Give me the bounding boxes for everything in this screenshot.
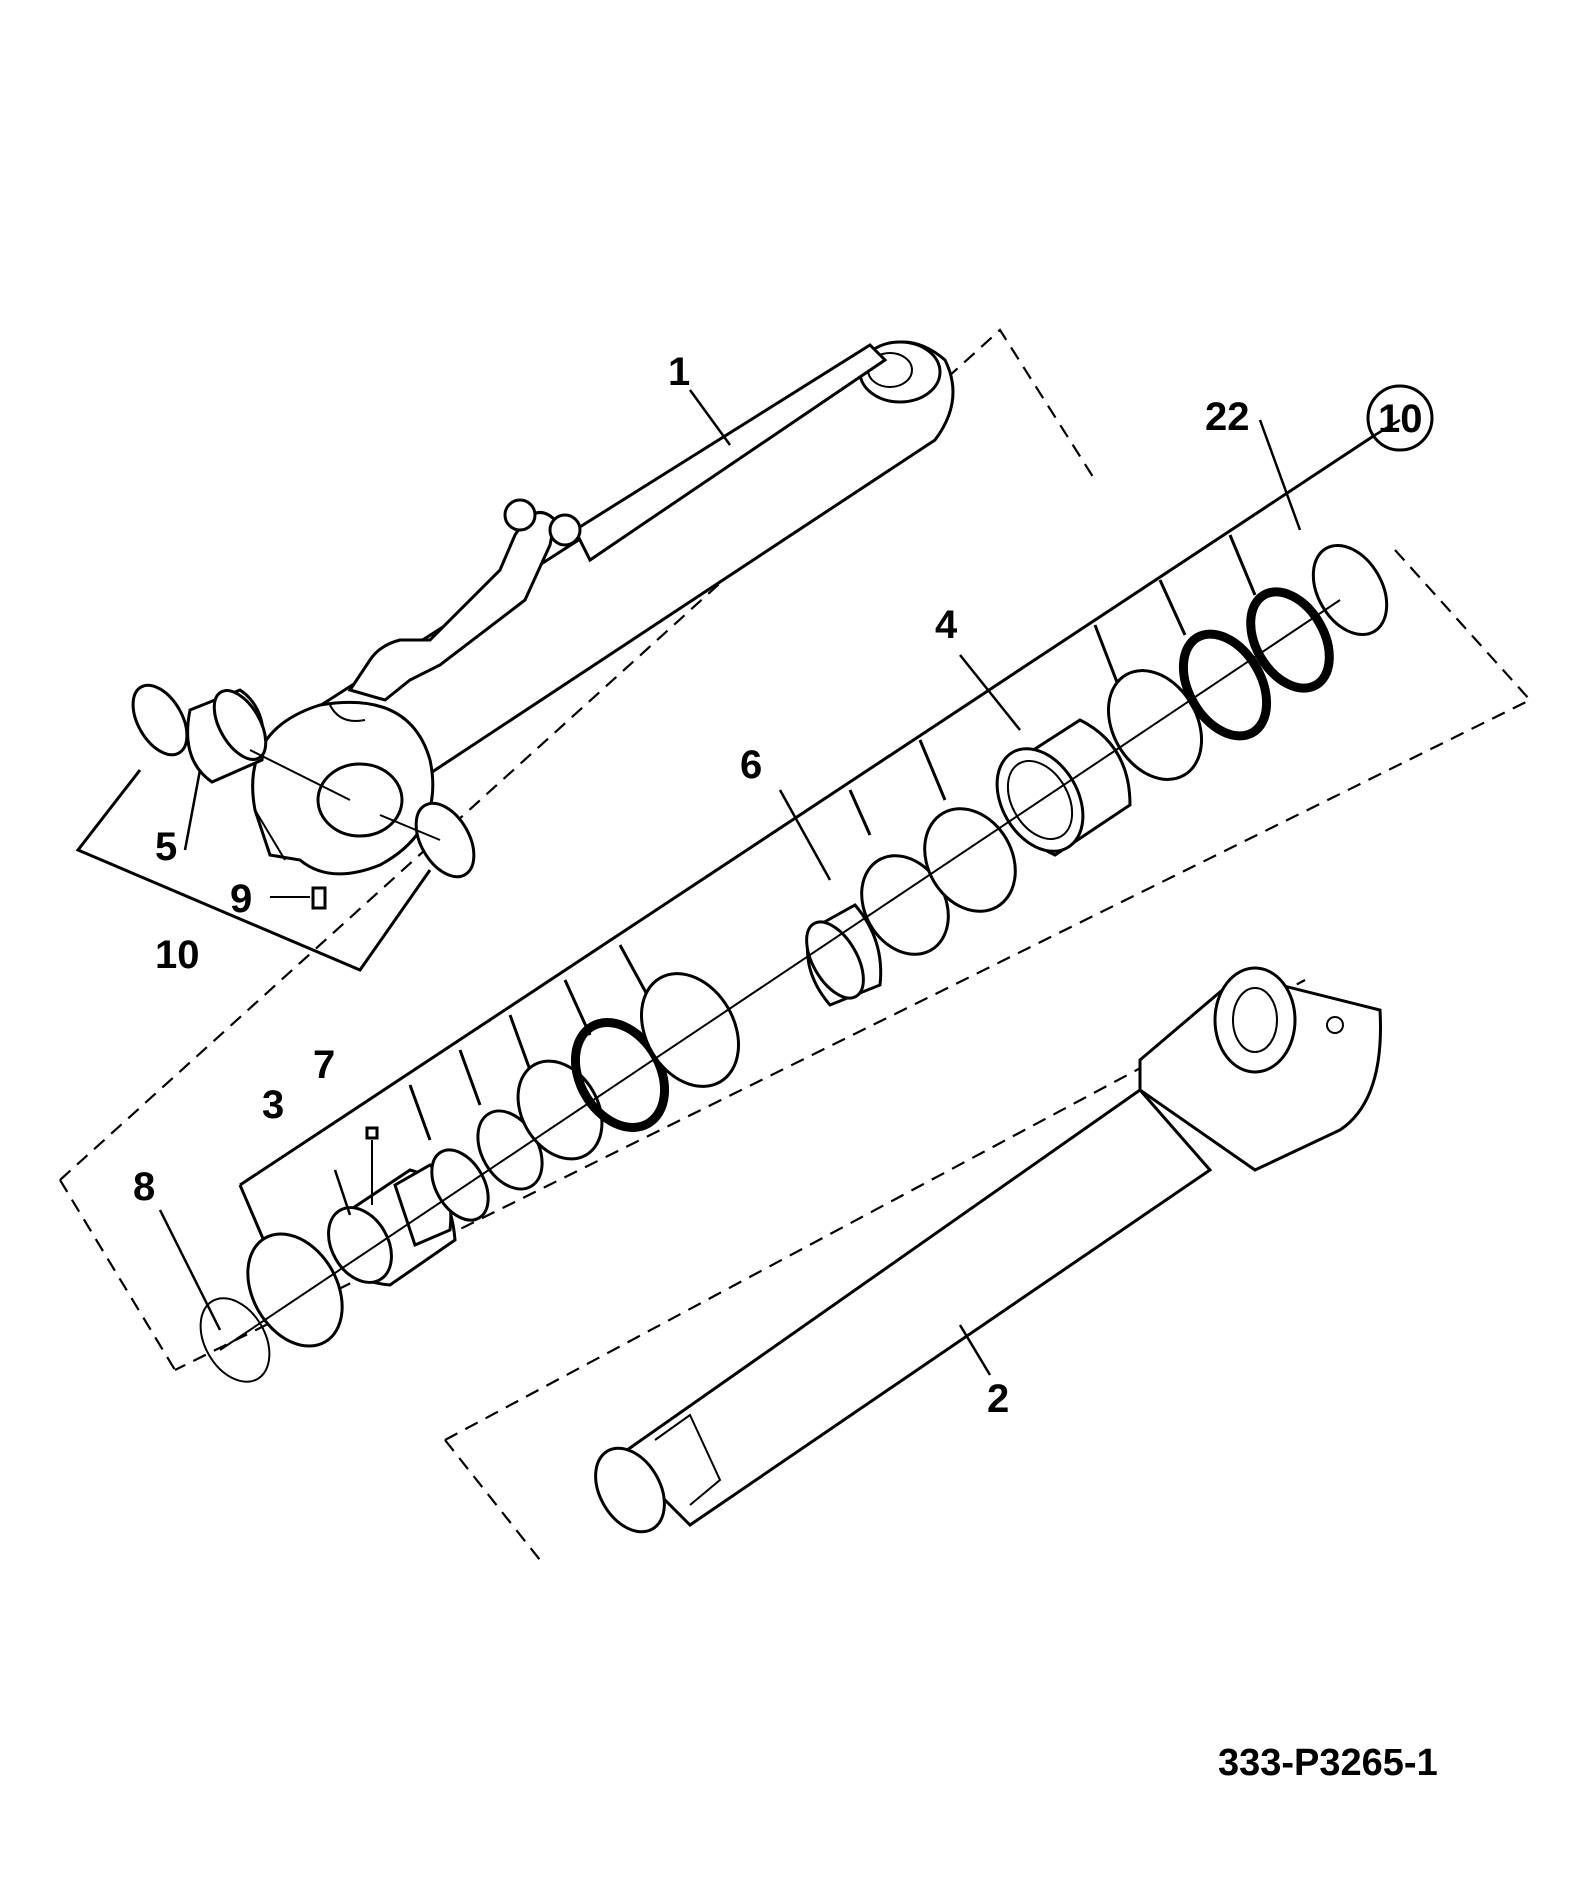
callout-10-circled: 10 (1378, 397, 1423, 441)
callout-2: 2 (987, 1377, 1009, 1421)
callout-1: 1 (668, 350, 690, 394)
circled-callout-ring (1366, 384, 1434, 452)
cylinder-barrel (251, 340, 955, 876)
callout-10-kit: 10 (155, 933, 200, 977)
callout-4: 4 (935, 603, 958, 647)
piston-rod (594, 966, 1382, 1534)
callout-3: 3 (262, 1083, 284, 1127)
seal-kit-bracket (238, 433, 1376, 1256)
grease-nipple (270, 886, 327, 910)
leader-lines (158, 389, 1401, 1376)
seal-components (199, 543, 1389, 1383)
callout-5: 5 (155, 825, 177, 869)
callout-22: 22 (1205, 395, 1250, 439)
kit-bracket-left (75, 769, 432, 972)
callout-8: 8 (133, 1165, 155, 1209)
callout-6: 6 (740, 743, 762, 787)
drawing-number: 333-P3265-1 (1218, 1742, 1438, 1784)
callout-9: 9 (230, 877, 252, 921)
callout-labels: 1 22 10 4 6 5 9 10 7 3 8 2 (133, 350, 1434, 1421)
rear-bush-and-seal (131, 683, 476, 879)
callout-7: 7 (313, 1043, 335, 1087)
